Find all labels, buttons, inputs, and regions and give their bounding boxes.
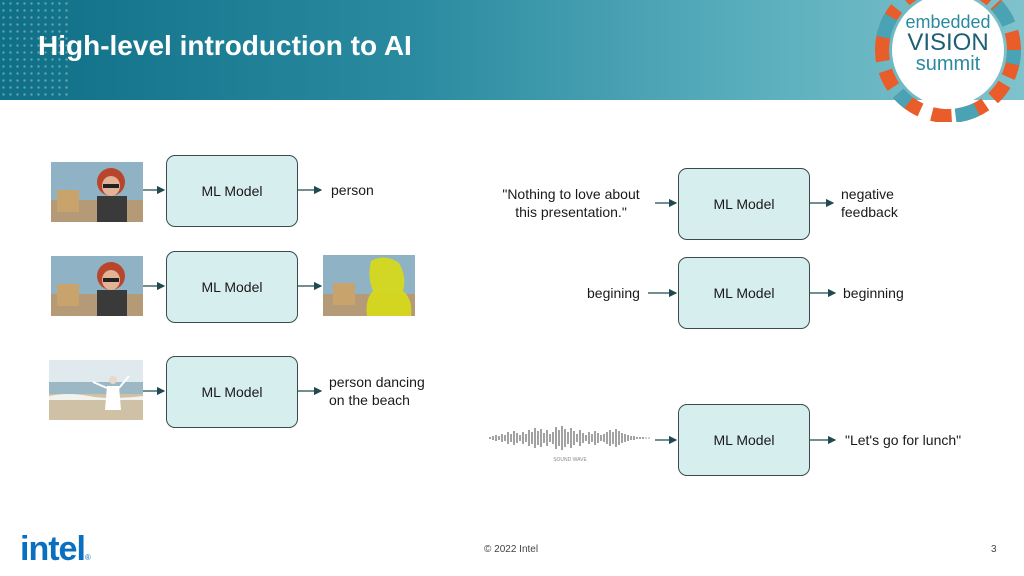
input-text-review: "Nothing to love about this presentation… [502,186,640,220]
output-label: person [331,182,374,198]
output-sentiment: negative feedback [841,186,898,220]
intel-logo: intel® [20,530,91,568]
segmented-output-photo [323,255,415,316]
input-photo-woman [51,256,143,316]
output-corrected-word: beginning [843,285,904,301]
ml-model-box: ML Model [678,168,810,240]
input-photo-beach [49,360,143,420]
ml-model-box: ML Model [166,356,298,428]
input-misspelled-word: begining [587,285,640,301]
header-banner [0,0,1024,100]
ml-model-box: ML Model [166,251,298,323]
ml-model-box: ML Model [678,257,810,329]
slide-title: High-level introduction to AI [38,30,412,61]
decorative-dots [0,0,70,100]
sound-wave-icon: SOUND WAVE [488,422,652,466]
svg-text:VISION: VISION [907,29,988,56]
svg-text:embedded: embedded [905,12,990,32]
ml-model-box: ML Model [166,155,298,227]
embedded-vision-summit-logo: embedded VISION summit [875,0,1021,122]
copyright-text: © 2022 Intel [484,544,539,555]
sound-wave-graphic: SOUND WAVE [489,426,650,463]
output-caption: person dancing on the beach [329,374,425,408]
ml-model-box: ML Model [678,404,810,476]
svg-text:SOUND WAVE: SOUND WAVE [553,457,587,463]
page-number: 3 [991,544,997,555]
output-transcript: "Let's go for lunch" [845,432,962,448]
svg-text:summit: summit [916,53,981,75]
input-photo-woman [51,162,143,222]
